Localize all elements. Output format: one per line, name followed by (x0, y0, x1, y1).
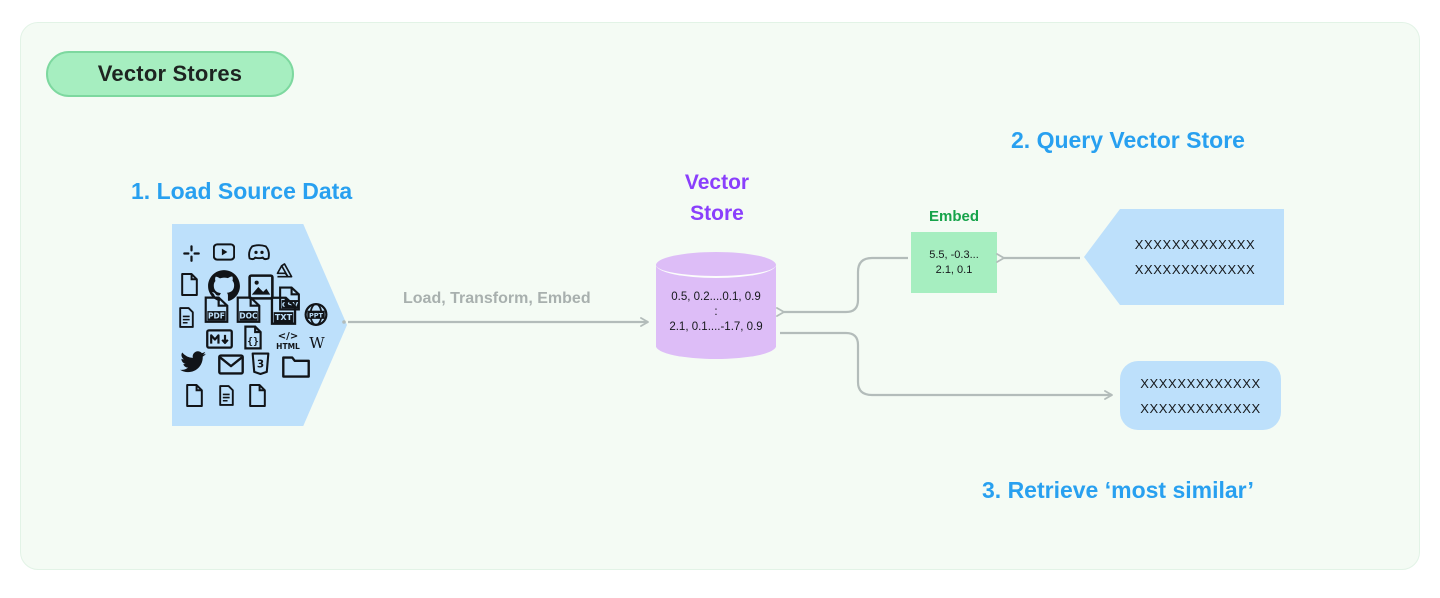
file-blank-icon-3 (248, 384, 267, 407)
query-line-1: XXXXXXXXXXXXX (1134, 237, 1256, 252)
svg-text:DOC: DOC (239, 312, 258, 321)
ppt-file-icon: PPT (304, 302, 328, 327)
email-icon (218, 354, 244, 375)
step-1-heading: 1. Load Source Data (131, 178, 353, 204)
wikipedia-icon: W (307, 334, 327, 352)
json-file-icon: {} (243, 325, 263, 350)
google-drive-icon (276, 263, 293, 279)
vector-store-cylinder: 0.5, 0.2....0.1, 0.9 : 2.1, 0.1....-1.7,… (656, 252, 776, 359)
txt-file-icon: TXT (269, 296, 298, 326)
html-icon: </> HTML (275, 328, 301, 352)
retrieve-line-2: XXXXXXXXXXXXX (1140, 400, 1261, 416)
svg-text:HTML: HTML (276, 342, 300, 351)
file-blank-icon-2 (185, 384, 204, 407)
csv-file-icon: CSV (278, 286, 301, 311)
svg-text:PDF: PDF (208, 312, 225, 321)
retrieved-result-box: XXXXXXXXXXXXX XXXXXXXXXXXXX (1120, 361, 1281, 430)
twitter-icon (180, 350, 207, 374)
source-icon-grid: CSV PDF DOC (172, 224, 347, 426)
page-title: Vector Stores (97, 61, 243, 86)
vector-row-0: 0.5, 0.2....0.1, 0.9 (671, 291, 761, 303)
youtube-icon (213, 243, 235, 261)
doc-file-icon: DOC (235, 296, 262, 324)
document-lines-icon-2 (218, 385, 235, 406)
embed-box: 5.5, -0.3... 2.1, 0.1 (911, 232, 997, 293)
cylinder-top-ellipse (656, 252, 776, 278)
query-input-shape (1084, 209, 1284, 305)
image-icon (248, 274, 274, 300)
step-3-heading: 3. Retrieve ‘most similar’ (982, 477, 1254, 503)
svg-text:TXT: TXT (275, 313, 293, 322)
embed-line-2: 2.1, 0.1 (935, 263, 973, 276)
load-transform-embed-label: Load, Transform, Embed (403, 290, 591, 307)
embed-line-1: 5.5, -0.3... (929, 248, 979, 261)
markdown-icon (206, 329, 233, 349)
document-lines-icon (178, 307, 195, 328)
discord-icon (247, 243, 271, 261)
svg-text:3: 3 (257, 359, 264, 371)
slack-icon (182, 244, 201, 263)
svg-text:{}: {} (247, 337, 259, 348)
svg-text:</>: </> (278, 331, 298, 342)
svg-text:PPT: PPT (309, 311, 324, 319)
query-line-2: XXXXXXXXXXXXX (1134, 262, 1256, 277)
cylinder-vectors-text: 0.5, 0.2....0.1, 0.9 : 2.1, 0.1....-1.7,… (656, 290, 776, 335)
vector-store-caption-line1: Vector (684, 171, 750, 194)
title-pill: Vector Stores (46, 51, 294, 97)
file-blank-icon (180, 273, 199, 296)
css3-icon: 3 (251, 352, 270, 375)
query-input-text: XXXXXXXXXXXXX XXXXXXXXXXXXX (1084, 209, 1284, 305)
github-icon (207, 269, 241, 303)
retrieve-line-1: XXXXXXXXXXXXX (1140, 375, 1261, 391)
vector-row-2: 2.1, 0.1....-1.7, 0.9 (669, 321, 763, 333)
pdf-file-icon: PDF (203, 296, 230, 324)
step-2-heading: 2. Query Vector Store (1011, 127, 1245, 153)
cylinder-bottom-ellipse (656, 333, 776, 359)
svg-text:CSV: CSV (282, 300, 299, 309)
folder-icon (282, 355, 310, 378)
vector-store-caption-line2: Store (690, 202, 744, 225)
vector-store-caption: Vector Store (659, 167, 775, 229)
vector-row-1: : (714, 306, 718, 318)
svg-text:W: W (309, 334, 325, 352)
embed-label: Embed (928, 208, 979, 225)
